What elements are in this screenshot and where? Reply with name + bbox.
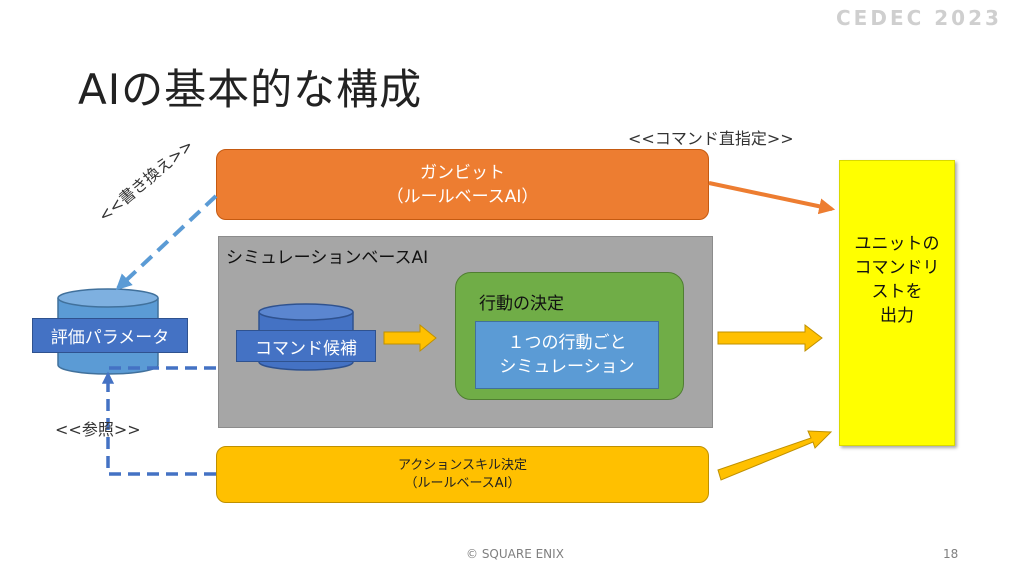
output-box: ユニットの コマンドリ ストを 出力 <box>839 160 955 446</box>
gambit-title: ガンビット <box>420 162 505 183</box>
output-line4: 出力 <box>880 306 914 326</box>
eval-params-label: 評価パラメータ <box>32 318 188 353</box>
reference-annotation: <<参照>> <box>55 420 141 439</box>
action-skill-title: アクションスキル決定 <box>397 457 528 473</box>
action-skill-to-output-arrow <box>717 430 833 481</box>
gambit-box: ガンビット （ルールベースAI） <box>216 149 709 220</box>
copyright-footer: © SQUARE ENIX <box>466 547 564 561</box>
per-action-simulation-box: １つの行動ごと シミュレーション <box>475 321 659 389</box>
action-skill-box: アクションスキル決定 （ルールベースAI） <box>216 446 709 503</box>
action-skill-subtitle: （ルールベースAI） <box>404 475 521 491</box>
action-decision-label: 行動の決定 <box>479 294 564 314</box>
simulation-label: シミュレーションベースAI <box>226 248 429 268</box>
per-action-line1: １つの行動ごと <box>507 333 627 353</box>
command-candidates-label: コマンド候補 <box>236 330 376 362</box>
page-number: 18 <box>943 547 959 561</box>
rewrite-arrow <box>115 194 218 291</box>
direct-command-arrow <box>708 181 836 215</box>
output-line3: ストを <box>871 282 923 302</box>
gambit-subtitle: （ルールベースAI） <box>386 186 539 207</box>
output-line1: ユニットの <box>854 234 940 254</box>
slide-title: AIの基本的な構成 <box>78 65 423 114</box>
candidates-to-decision-arrow <box>383 323 437 353</box>
direct-command-annotation: <<コマンド直指定>> <box>628 129 794 148</box>
per-action-line2: シミュレーション <box>499 357 635 377</box>
output-line2: コマンドリ <box>854 258 940 278</box>
simulation-to-output-arrow <box>717 323 823 353</box>
cedec-logo: CEDEC 2023 <box>836 6 1002 30</box>
reference-arrow-action-skill <box>101 371 216 476</box>
